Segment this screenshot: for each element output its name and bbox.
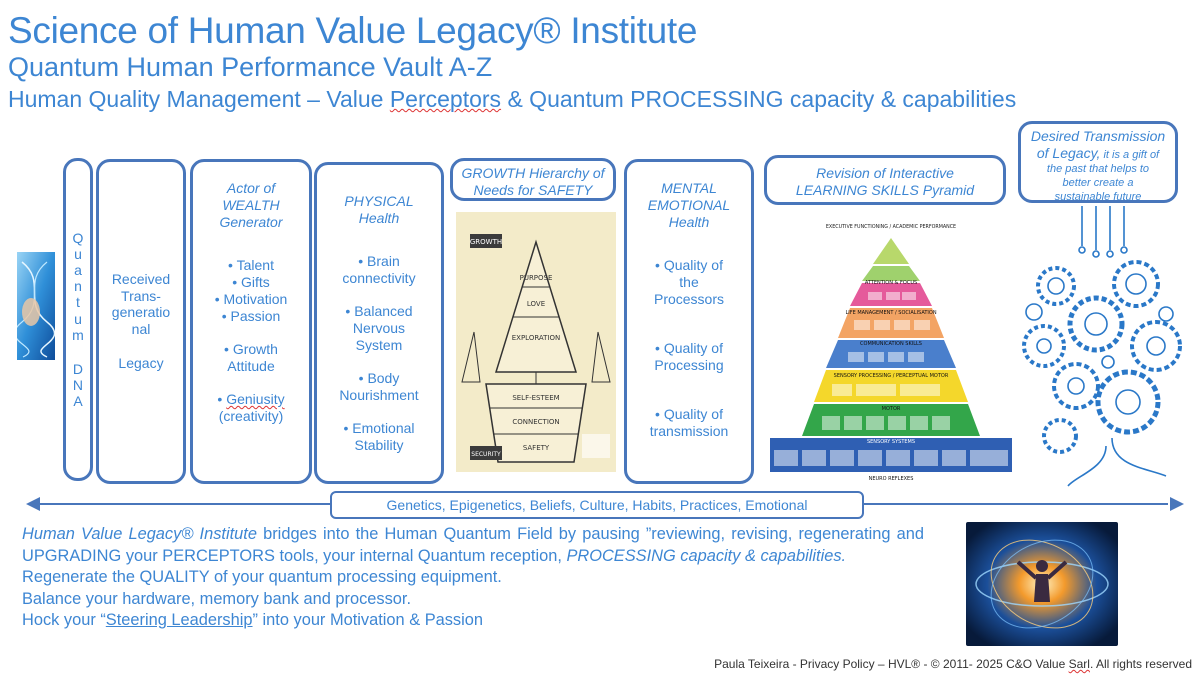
received-line: generatio: [111, 304, 171, 321]
growth-sailboat-image: GROWTH PURPOSE LOVE EXPLORATION SELF-EST…: [456, 212, 616, 472]
quantum-dna-letter: N: [72, 377, 84, 394]
quantum-dna-letter: A: [73, 393, 83, 410]
svg-text:MOTOR: MOTOR: [882, 406, 901, 412]
wealth-list: Talent Gifts Motivation Passion: [193, 257, 309, 325]
svg-text:COMMUNICATION SKILLS: COMMUNICATION SKILLS: [860, 341, 922, 347]
wealth-header: WEALTH: [222, 197, 280, 213]
learning-skills-header: Revision of Interactive LEARNING SKILLS …: [764, 155, 1006, 205]
list-item: Talent: [193, 257, 309, 274]
received-legacy-box: Received Trans- generatio nal Legacy: [96, 159, 186, 484]
quantum-dna-letter: u: [74, 245, 82, 262]
physical-header: PHYSICAL: [344, 193, 414, 209]
dna-hand-image: [17, 252, 55, 360]
received-line: Trans-: [121, 287, 161, 304]
description-text: Human Value Legacy® Institute bridges in…: [22, 524, 924, 632]
description-line: Hock your “Steering Leadership” into you…: [22, 611, 484, 629]
quantum-dna-letter: Q: [72, 229, 84, 246]
wealth-header: Actor of: [226, 180, 276, 196]
list-item: Gifts: [193, 274, 309, 291]
gears-head-image: [1016, 206, 1186, 492]
svg-text:PURPOSE: PURPOSE: [520, 274, 553, 282]
svg-text:SAFETY: SAFETY: [523, 444, 550, 452]
svg-text:SELF-ESTEEM: SELF-ESTEEM: [512, 394, 559, 402]
list-item: Motivation: [193, 291, 309, 308]
arrow-right-icon: [1170, 497, 1184, 511]
description-line: Regenerate the QUALITY of your quantum p…: [22, 568, 502, 586]
svg-text:CONNECTION: CONNECTION: [512, 418, 559, 426]
received-line: nal: [131, 320, 151, 337]
quantum-dna-letter: [72, 343, 84, 361]
genetics-bar: Genetics, Epigenetics, Beliefs, Culture,…: [330, 491, 864, 519]
learning-pyramid-image: EXECUTIVE FUNCTIONING / ACADEMIC PERFORM…: [768, 218, 1014, 484]
page-title: Science of Human Value Legacy® Institute: [8, 10, 698, 51]
quantum-dna-letter: u: [74, 310, 82, 327]
growth-attitude: • Growth Attitude: [224, 341, 278, 374]
svg-text:GROWTH: GROWTH: [470, 238, 502, 246]
description-paragraph: Human Value Legacy® Institute bridges in…: [22, 525, 924, 565]
quantum-dna-letter: a: [74, 261, 82, 278]
quantum-dna-letter: t: [76, 294, 80, 311]
received-line: Received: [111, 271, 171, 288]
page-subtitle: Quantum Human Performance Vault A-Z: [8, 52, 493, 82]
svg-text:SECURITY: SECURITY: [471, 451, 501, 458]
legacy-transmission-box: Desired Transmission of Legacy, it is a …: [1018, 121, 1178, 203]
svg-text:SENSORY SYSTEMS: SENSORY SYSTEMS: [867, 439, 915, 445]
quantum-dna-letter: n: [74, 278, 82, 295]
quantum-dna-letter: m: [72, 326, 84, 343]
geniusity: • Geniusity (creativity): [217, 391, 285, 424]
footer-copyright: Paula Teixeira - Privacy Policy – HVL® -…: [714, 657, 1192, 671]
svg-text:SENSORY PROCESSING / PERCEPTUA: SENSORY PROCESSING / PERCEPTUAL MOTOR: [834, 373, 949, 379]
svg-text:LIFE MANAGEMENT / SOCIALISATIO: LIFE MANAGEMENT / SOCIALISATION: [845, 310, 936, 316]
arrow-left-icon: [26, 497, 40, 511]
svg-text:EXPLORATION: EXPLORATION: [512, 334, 561, 342]
svg-text:EXECUTIVE FUNCTIONING / ACADEM: EXECUTIVE FUNCTIONING / ACADEMIC PERFORM…: [826, 224, 956, 230]
growth-hierarchy-header: GROWTH Hierarchy of Needs for SAFETY: [450, 158, 616, 201]
physical-header: Health: [358, 210, 400, 226]
list-item: Passion: [193, 308, 309, 325]
wealth-generator-box: Actor of WEALTH Generator Talent Gifts M…: [190, 159, 312, 484]
svg-text:ATTENTION & FOCUS: ATTENTION & FOCUS: [865, 280, 917, 286]
quantum-dna-letter: D: [72, 360, 84, 377]
page-tagline: Human Quality Management – Value Percept…: [8, 86, 1017, 112]
description-line: Balance your hardware, memory bank and p…: [22, 589, 412, 608]
svg-text:LOVE: LOVE: [527, 300, 545, 308]
steering-leadership-link[interactable]: Steering Leadership: [105, 611, 253, 629]
quantum-person-image: [966, 522, 1118, 646]
wealth-header: Generator: [219, 214, 283, 230]
received-line: Legacy: [118, 355, 164, 372]
svg-text:NEURO REFLEXES: NEURO REFLEXES: [869, 476, 914, 482]
